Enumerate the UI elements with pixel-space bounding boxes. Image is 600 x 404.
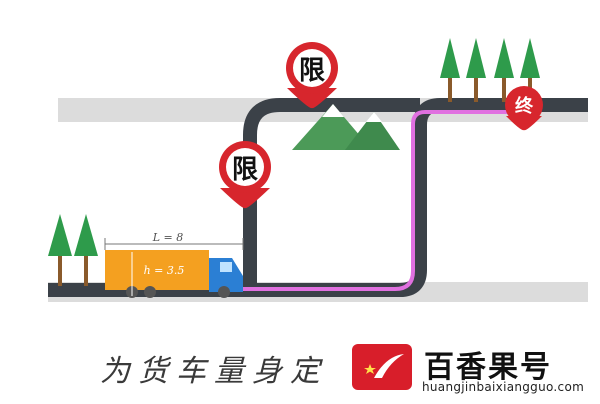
trees-bottom-left-icon [48,214,98,286]
truck-length-label: L = 8 [152,231,184,244]
route-line [232,110,520,291]
truck-wheel [218,286,230,298]
truck-cab [209,258,243,292]
svg-text:终: 终 [515,95,534,117]
site-logo[interactable]: 百香果号 huangjinbaixiangguo.com [352,340,600,398]
truck-height-label: h = 3.5 [144,264,185,277]
logo-name: 百香果号 [424,350,552,385]
logo-badge-icon [352,344,412,390]
trees-top-right-icon [440,38,540,102]
road [48,98,588,297]
truck-wheel [144,286,156,298]
svg-text:限: 限 [232,155,258,185]
mountain-icon [292,104,400,150]
caption-text: 为货车量身定 [100,354,328,389]
limit-pin-lower: 限 [219,141,271,209]
road-loop [243,98,420,290]
truck-cargo-box [105,250,209,290]
end-pin: 终 [505,86,543,131]
limit-pin-upper: 限 [286,42,338,109]
svg-text:限: 限 [299,56,325,86]
logo-url: huangjinbaixiangguo.com [422,380,585,394]
